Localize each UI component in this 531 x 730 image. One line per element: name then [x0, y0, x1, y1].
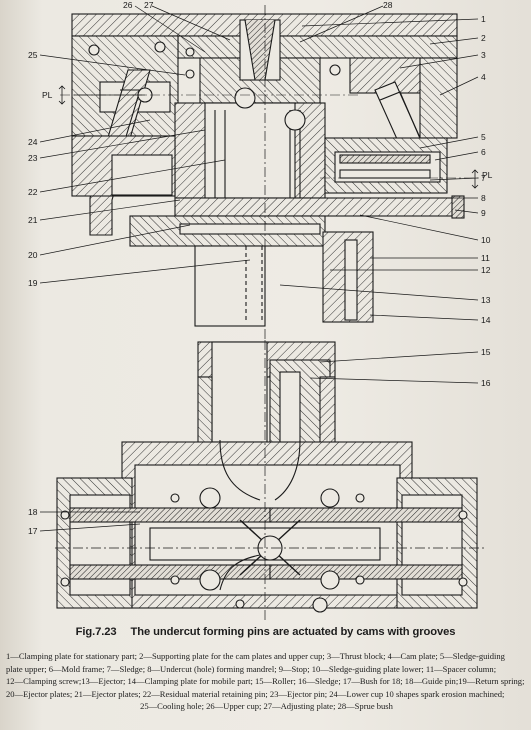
figure-caption: Fig.7.23 The undercut forming pins are ac…: [0, 626, 531, 638]
cam-plate-right: [419, 57, 458, 139]
stop-block: [451, 195, 465, 219]
callout-4: 4: [481, 72, 486, 82]
callout-12: 12: [481, 265, 491, 275]
callout-9: 9: [481, 208, 486, 218]
legend-line: 1—Clamping plate for stationary part; 2—…: [6, 651, 505, 661]
figure-number: Fig.7.23: [75, 626, 117, 638]
callout-23: 23: [28, 153, 38, 163]
callout-11: 11: [481, 253, 490, 263]
callout-24: 24: [28, 137, 38, 147]
legend-line: 20—Ejector plates; 21—Ejector plates; 22…: [6, 688, 505, 699]
callout-28: 28: [383, 0, 393, 10]
pl-label-left: PL: [42, 90, 53, 100]
callout-1: 1: [481, 14, 486, 24]
callout-8: 8: [481, 193, 486, 203]
figure-legend: 1—Clamping plate for stationary part; 2—…: [6, 650, 527, 713]
callout-2: 2: [481, 33, 486, 43]
callout-22: 22: [28, 187, 38, 197]
supporting-plate: [177, 35, 458, 59]
callout-21: 21: [28, 215, 38, 225]
figure-title: The undercut forming pins are actuated b…: [130, 626, 456, 638]
callout-19: 19: [28, 278, 38, 288]
callout-7: 7: [481, 173, 486, 183]
pl-label-right: PL: [482, 170, 493, 180]
clamping-plate-mobile: [194, 245, 266, 327]
callout-20: 20: [28, 250, 38, 260]
callout-5: 5: [481, 132, 486, 142]
callout-16: 16: [481, 378, 491, 388]
legend-line: plate upper; 6—Mold frame; 7—Sledge; 8—U…: [6, 663, 497, 674]
callout-18: 18: [28, 507, 38, 517]
callout-14: 14: [481, 315, 491, 325]
callout-27: 27: [144, 0, 154, 10]
sledge-guiding-lower: [174, 197, 458, 217]
legend-line: 12—Clamping screw;13—Ejector; 14—Clampin…: [6, 676, 525, 687]
callout-17: 17: [28, 526, 38, 536]
technical-drawing: 1 2 3 4 5 6 7 8 9 10 11 12 13 14 15 16 2…: [28, 0, 493, 620]
callout-25: 25: [28, 50, 38, 60]
callout-13: 13: [481, 295, 491, 305]
legend-line: 25—Cooling hole; 26—Upper cup; 27—Adjust…: [140, 701, 393, 712]
callout-15: 15: [481, 347, 491, 357]
callout-26: 26: [123, 0, 133, 10]
callout-6: 6: [481, 147, 486, 157]
callout-3: 3: [481, 50, 486, 60]
callout-10: 10: [481, 235, 491, 245]
